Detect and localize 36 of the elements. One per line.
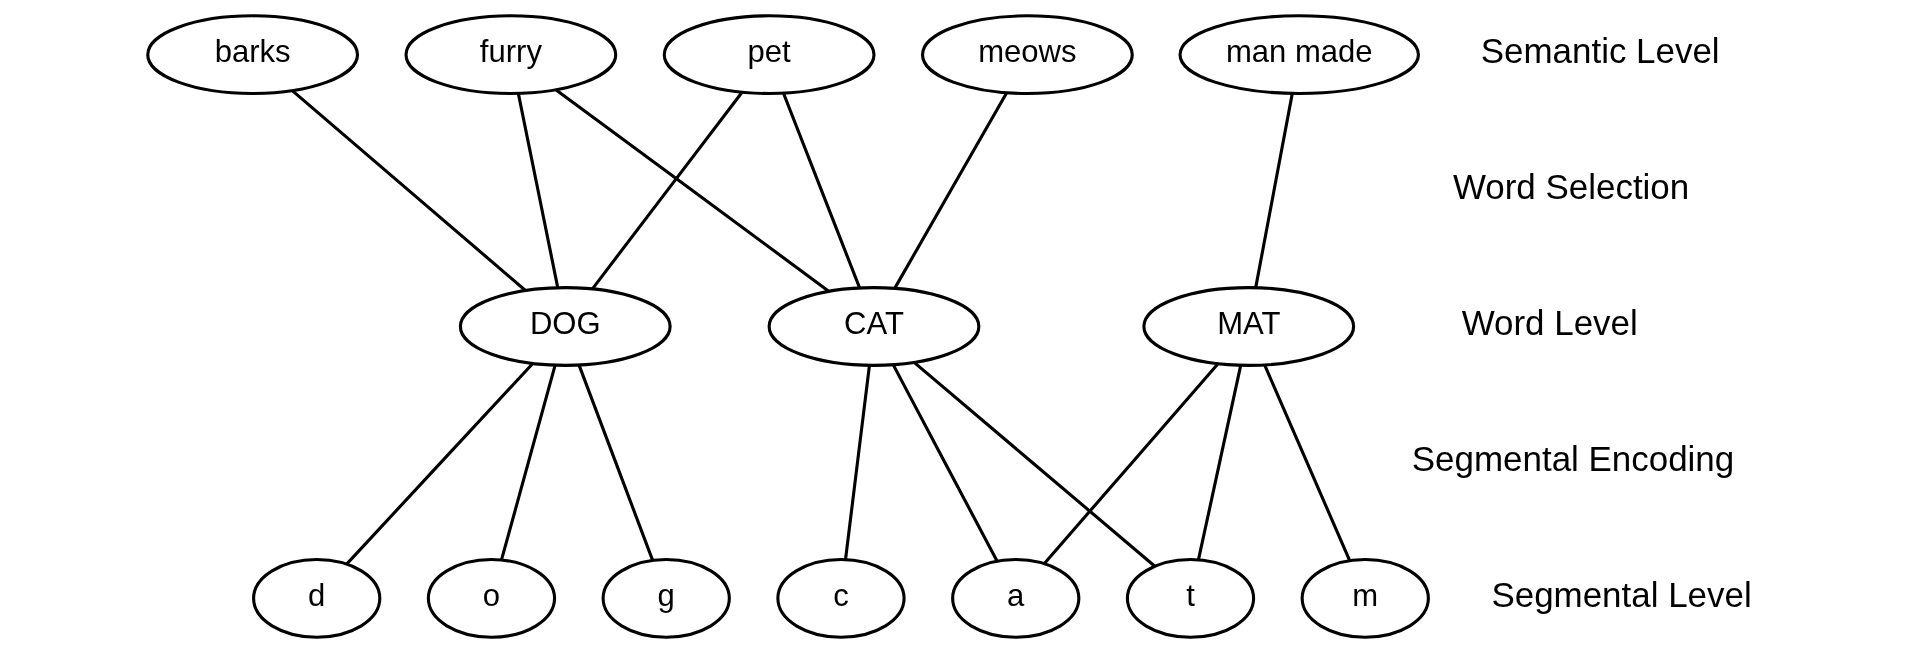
node-ellipse: o (426, 557, 556, 639)
connector (891, 364, 998, 562)
connector (590, 91, 743, 290)
node-ellipse: c (775, 557, 906, 639)
connector (554, 88, 830, 293)
connector (781, 92, 861, 288)
label: Semantic Level (1480, 31, 1720, 71)
connector (577, 364, 654, 561)
node-ellipse: meows (920, 14, 1134, 96)
node-ellipse: DOG (458, 286, 672, 367)
connector (1042, 363, 1219, 565)
connector (1262, 364, 1351, 561)
connector (345, 362, 534, 565)
node-ellipse: MAT (1141, 286, 1355, 367)
label: Word Selection (1452, 167, 1689, 207)
node-ellipse: t (1125, 557, 1255, 639)
node-ellipse: g (601, 557, 731, 639)
connector (843, 365, 871, 560)
node-ellipse: barks (145, 14, 359, 96)
label: Word Level (1461, 303, 1638, 343)
node-ellipse: d (251, 557, 381, 639)
connector (499, 365, 556, 560)
label: Segmental Level (1490, 574, 1752, 614)
connector (913, 361, 1156, 568)
connector (1196, 365, 1242, 560)
label: Segmental Encoding (1411, 438, 1734, 478)
connector (893, 91, 1008, 289)
node-ellipse: CAT (767, 286, 980, 367)
connector (516, 93, 559, 288)
node-ellipse: furry (403, 14, 617, 96)
node-ellipse: m (1300, 557, 1430, 639)
node-ellipse: a (950, 557, 1080, 639)
node-ellipse: man made (1178, 14, 1420, 96)
connector (1253, 93, 1294, 288)
connector (291, 89, 526, 292)
node-ellipse: pet (662, 14, 876, 96)
